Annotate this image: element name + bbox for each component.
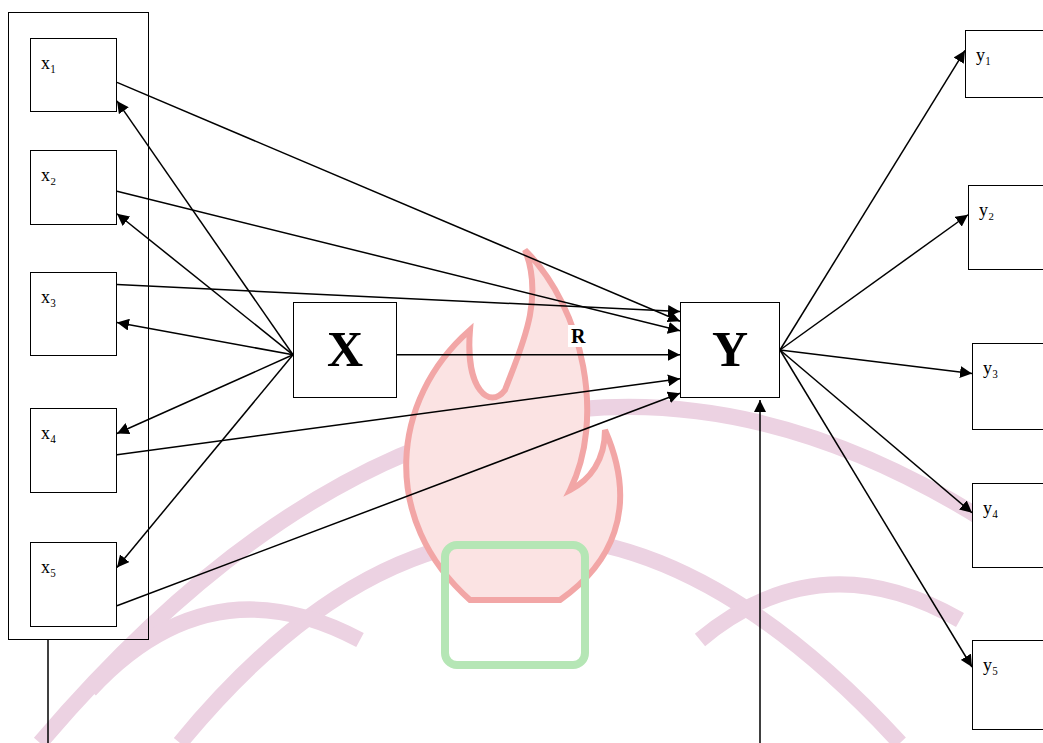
arrow-connector	[117, 393, 680, 606]
arrow-connector	[117, 355, 293, 434]
indicator-label: x₅	[41, 557, 108, 578]
indicator-box: x₄	[30, 408, 117, 493]
arrow-connector	[780, 215, 968, 350]
frame-leader-line	[47, 640, 49, 743]
arrow-connector	[117, 285, 680, 312]
indicator-box: x₁	[30, 38, 117, 112]
incoming-arrow	[759, 400, 761, 743]
indicator-label: y₄	[983, 498, 1043, 519]
variable-box: X	[293, 302, 397, 398]
arrow-connector	[780, 350, 972, 513]
indicator-box: y₁	[965, 30, 1043, 98]
arrow-connector	[780, 350, 972, 373]
indicator-box: y₅	[972, 640, 1043, 730]
globe-arc	[700, 584, 960, 640]
variable-label: Y	[712, 321, 748, 379]
indicator-box: x₂	[30, 150, 117, 225]
indicator-label: y₁	[976, 45, 1043, 66]
indicator-label: x₁	[41, 53, 108, 74]
arrow-connector	[780, 50, 965, 350]
indicator-frame: x₁ x₂ x₃ x₄ x₅	[8, 12, 149, 640]
indicator-box: y₂	[968, 185, 1043, 270]
arrow-connector	[397, 354, 680, 356]
arrow-connector	[117, 379, 680, 455]
indicator-box: y₃	[972, 343, 1043, 430]
indicator-label: x₃	[41, 287, 108, 308]
arrow-connector	[117, 191, 680, 331]
indicator-box: x₃	[30, 272, 117, 356]
arrow-connector	[117, 82, 680, 321]
variable-box: Y	[680, 302, 780, 398]
indicator-label: y₂	[979, 200, 1043, 221]
arrow-connector	[117, 355, 293, 568]
variable-label: X	[327, 321, 363, 379]
relation-label: R	[568, 325, 588, 347]
indicator-box: y₄	[972, 483, 1043, 568]
logo-frame	[445, 545, 585, 665]
indicator-label: x₄	[41, 423, 108, 444]
indicator-label: x₂	[41, 165, 108, 186]
arrow-connector	[117, 214, 293, 355]
globe-arc	[90, 610, 360, 690]
indicator-label: y₃	[983, 358, 1043, 379]
arrow-connector	[780, 350, 972, 667]
indicator-box: x₅	[30, 542, 117, 627]
arrow-connector	[117, 322, 293, 354]
indicator-label: y₅	[983, 655, 1043, 676]
